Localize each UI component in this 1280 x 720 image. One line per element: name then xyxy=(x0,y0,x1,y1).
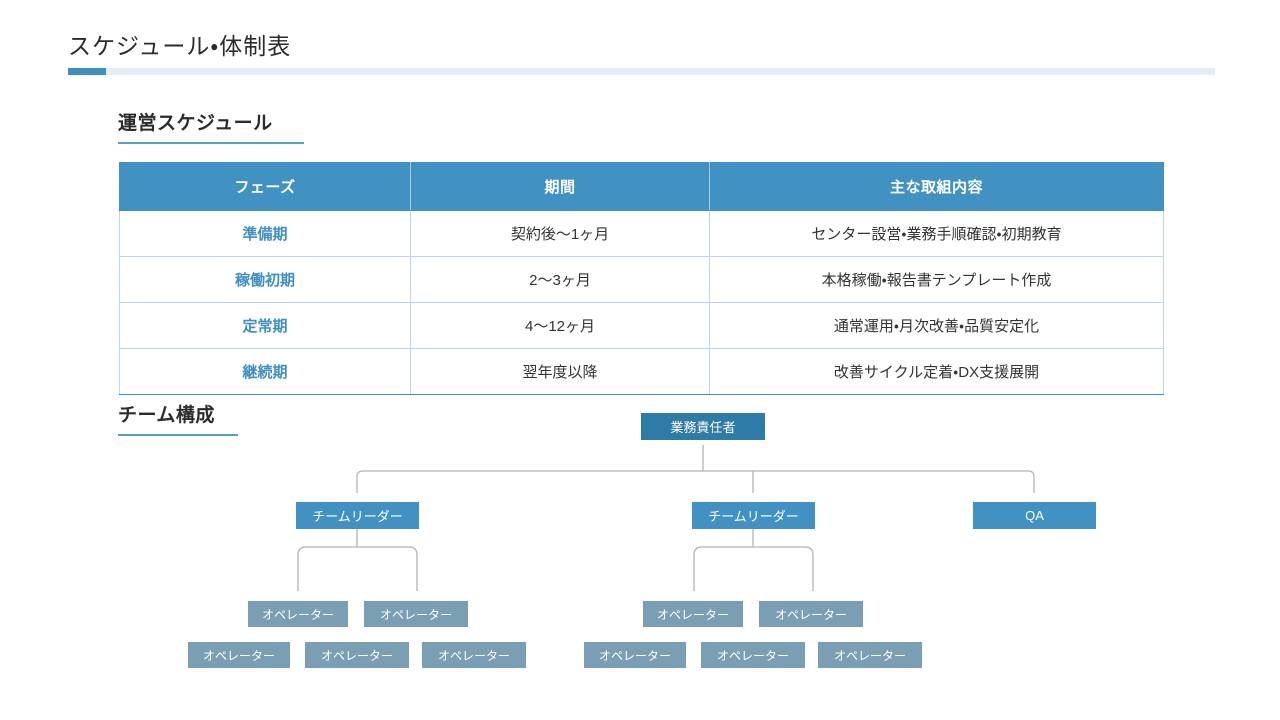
org-node-operator[interactable]: オペレーター xyxy=(818,642,922,668)
org-node-label: オペレーター xyxy=(261,607,334,622)
org-chart: 業務責任者 チームリーダー チームリーダー QA オペレーター オペレーター オ… xyxy=(0,395,1280,685)
org-node-operator[interactable]: オペレーター xyxy=(305,642,409,668)
schedule-table: フェーズ 期間 主な取組内容 準備期 契約後〜1ヶ月 センター設営・業務手順確認… xyxy=(119,162,1164,395)
column-header-content: 主な取組内容 xyxy=(709,162,1164,211)
section-heading-team-label: チーム構成 xyxy=(118,405,215,426)
cell-period: 4〜12ヶ月 xyxy=(410,302,710,349)
table-row: 準備期 契約後〜1ヶ月 センター設営・業務手順確認・初期教育 xyxy=(119,210,1164,257)
cell-period: 契約後〜1ヶ月 xyxy=(410,210,710,257)
org-node-operator[interactable]: オペレーター xyxy=(759,601,863,627)
slide-header: スケジュール・体制表 xyxy=(0,0,1280,76)
table-row: 稼働初期 2〜3ヶ月 本格稼働・報告書テンプレート作成 xyxy=(119,256,1164,303)
org-node-label: QA xyxy=(1025,508,1044,523)
org-node-label: チームリーダー xyxy=(312,509,403,524)
cell-content: 本格稼働・報告書テンプレート作成 xyxy=(709,256,1164,303)
org-node-operator[interactable]: オペレーター xyxy=(643,601,743,627)
org-node-operator[interactable]: オペレーター xyxy=(422,642,526,668)
column-header-period: 期間 xyxy=(410,162,710,211)
cell-phase: 定常期 xyxy=(119,302,411,349)
org-node-label: オペレーター xyxy=(320,648,393,663)
org-node-team-leader-1[interactable]: チームリーダー xyxy=(296,502,419,529)
org-node-qa[interactable]: QA xyxy=(973,502,1096,529)
org-node-label: オペレーター xyxy=(833,648,906,663)
org-node-operator[interactable]: オペレーター xyxy=(188,642,290,668)
header-accent-segment xyxy=(68,68,106,75)
section-heading-schedule-label: 運営スケジュール xyxy=(118,113,273,134)
column-header-phase: フェーズ xyxy=(119,162,411,211)
org-chart-connectors xyxy=(297,445,1035,591)
org-node-label: オペレーター xyxy=(202,648,275,663)
org-node-label: チームリーダー xyxy=(708,509,799,524)
org-node-label: オペレーター xyxy=(437,648,510,663)
org-node-team-leader-2[interactable]: チームリーダー xyxy=(692,502,815,529)
org-node-operator[interactable]: オペレーター xyxy=(701,642,805,668)
org-node-operator[interactable]: オペレーター xyxy=(248,601,348,627)
section-underline xyxy=(118,142,304,144)
org-node-label: オペレーター xyxy=(716,648,789,663)
org-node-root[interactable]: 業務責任者 xyxy=(641,413,765,440)
page-title: スケジュール・体制表 xyxy=(68,33,292,59)
org-node-label: オペレーター xyxy=(774,607,847,622)
cell-phase: 準備期 xyxy=(119,210,411,257)
org-node-operator[interactable]: オペレーター xyxy=(364,601,468,627)
cell-content: センター設営・業務手順確認・初期教育 xyxy=(709,210,1164,257)
header-accent-rule xyxy=(68,68,1215,75)
cell-period: 2〜3ヶ月 xyxy=(410,256,710,303)
section-heading-team: チーム構成 xyxy=(118,400,238,436)
org-node-label: オペレーター xyxy=(379,607,452,622)
org-node-label: オペレーター xyxy=(656,607,729,622)
cell-period: 翌年度以降 xyxy=(410,348,710,395)
cell-content: 改善サイクル定着・DX支援展開 xyxy=(709,348,1164,395)
cell-phase: 継続期 xyxy=(119,348,411,395)
cell-content: 通常運用・月次改善・品質安定化 xyxy=(709,302,1164,349)
table-row: 定常期 4〜12ヶ月 通常運用・月次改善・品質安定化 xyxy=(119,302,1164,349)
section-underline xyxy=(118,434,238,436)
cell-phase: 稼働初期 xyxy=(119,256,411,303)
table-header-row: フェーズ 期間 主な取組内容 xyxy=(119,162,1164,211)
table-row: 継続期 翌年度以降 改善サイクル定着・DX支援展開 xyxy=(119,348,1164,395)
org-node-label: オペレーター xyxy=(598,648,671,663)
section-heading-schedule: 運営スケジュール xyxy=(118,108,304,144)
org-node-operator[interactable]: オペレーター xyxy=(584,642,686,668)
org-node-root-label: 業務責任者 xyxy=(670,420,736,435)
